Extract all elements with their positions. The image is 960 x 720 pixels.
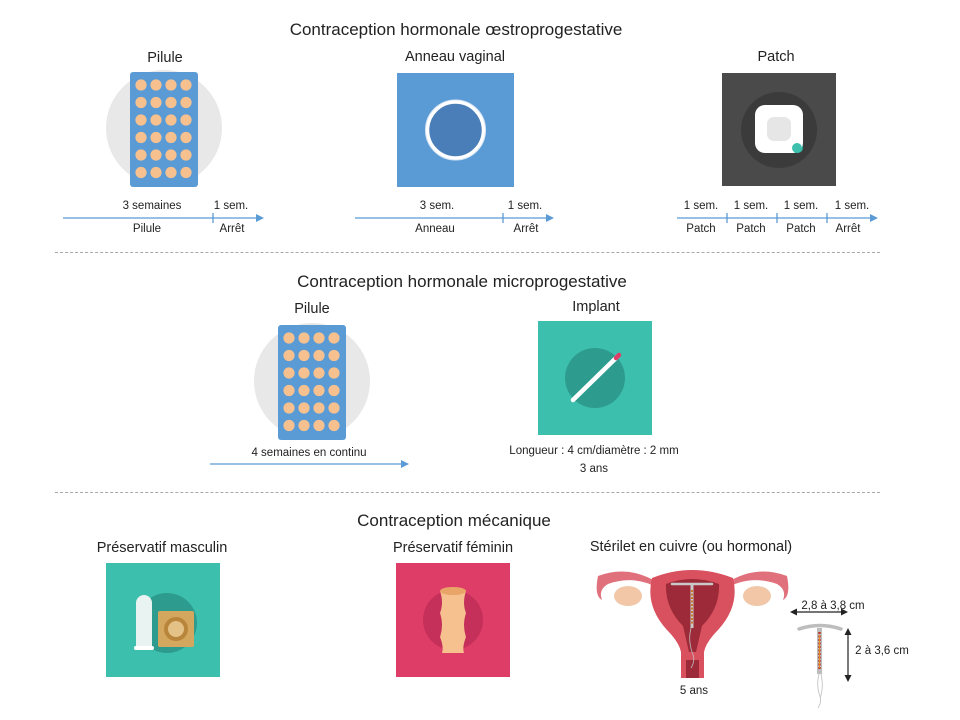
patch-week-1-top: 1 sem. — [683, 200, 719, 212]
uterus-with-iud-icon — [596, 570, 789, 678]
pill-dot — [328, 349, 340, 362]
patch-week-2-bottom: Patch — [736, 223, 766, 235]
female-condom-icon — [396, 563, 510, 677]
patch-week-3-bottom: Patch — [786, 223, 816, 235]
section-title-estroprogestative: Contraception hormonale œstroprogestativ… — [289, 20, 623, 39]
pill-dot — [298, 384, 310, 397]
pill-pack-icon — [106, 70, 222, 187]
pill-dot — [313, 384, 325, 397]
implant-size: Longueur : 4 cm/diamètre : 2 mm — [509, 445, 679, 457]
section-divider — [55, 252, 880, 253]
pill-dot — [328, 367, 340, 379]
pill-dot — [283, 419, 295, 432]
male-condom-label: Préservatif masculin — [96, 540, 228, 556]
pill-period-top: 3 semaines — [122, 200, 182, 212]
pill-dot — [165, 131, 177, 144]
pill-dot — [283, 367, 295, 379]
pill-dot — [298, 402, 310, 414]
pill-dot — [180, 131, 192, 144]
pill-dot — [165, 149, 177, 161]
male-condom-icon — [106, 563, 220, 677]
pill-dot — [180, 149, 192, 161]
pill-dot — [135, 79, 147, 91]
pill-dot — [180, 96, 192, 109]
pill-dot — [150, 96, 162, 109]
section-title-mechanical: Contraception mécanique — [357, 511, 551, 530]
pill-dot — [150, 79, 162, 91]
pill-dot — [328, 402, 340, 414]
patch-label: Patch — [757, 49, 795, 65]
pill-dot — [135, 131, 147, 144]
iud-height-label: 2 à 3,6 cm — [855, 645, 909, 657]
micro-pill-timeline-arrow — [210, 460, 409, 468]
pill-dot — [165, 79, 177, 91]
pill-dot — [135, 96, 147, 109]
patch-week-4-bottom: Arrêt — [835, 223, 861, 235]
iud-width-label: 2,8 à 3,8 cm — [801, 600, 865, 612]
patch-week-2-top: 1 sem. — [733, 200, 769, 212]
iud-duration: 5 ans — [679, 685, 709, 697]
pill-dot — [283, 332, 295, 344]
pill-dot — [328, 419, 340, 432]
pill-dot — [283, 349, 295, 362]
patch-week-3-top: 1 sem. — [783, 200, 819, 212]
pill-dot — [328, 332, 340, 344]
patch-icon — [722, 73, 836, 186]
pill-dot — [150, 149, 162, 161]
patch-timeline-arrow — [677, 213, 878, 223]
vaginal-ring-icon — [397, 73, 514, 187]
pill-dot — [313, 332, 325, 344]
implant-duration: 3 ans — [579, 463, 609, 475]
pill-dot — [298, 332, 310, 344]
pill-dot — [283, 402, 295, 414]
pill-dot — [135, 114, 147, 126]
ring-break-top: 1 sem. — [507, 200, 543, 212]
patch-week-4-top: 1 sem. — [834, 200, 870, 212]
pill-dot — [283, 384, 295, 397]
pill-break-bottom: Arrêt — [219, 223, 245, 235]
pill-dot — [165, 166, 177, 179]
vaginal-ring-label: Anneau vaginal — [405, 49, 505, 65]
ring-break-bottom: Arrêt — [513, 223, 539, 235]
micro-pill-pack-icon — [254, 323, 370, 440]
pill-dot — [298, 349, 310, 362]
implant-icon — [538, 321, 652, 435]
ring-period-bottom: Anneau — [415, 223, 455, 235]
pill-label: Pilule — [147, 50, 183, 66]
patch-week-1-bottom: Patch — [686, 223, 716, 235]
pill-dot — [150, 114, 162, 126]
pill-dot — [165, 114, 177, 126]
pill-dot — [165, 96, 177, 109]
pill-dot — [298, 367, 310, 379]
pill-period-bottom: Pilule — [132, 223, 162, 235]
implant-label: Implant — [572, 299, 620, 315]
micro-pill-timeline-label: 4 semaines en continu — [251, 447, 367, 459]
pill-dot — [180, 114, 192, 126]
section-title-microprogestative: Contraception hormonale microprogestativ… — [297, 272, 627, 291]
pill-break-top: 1 sem. — [213, 200, 249, 212]
female-condom-label: Préservatif féminin — [392, 540, 514, 556]
micro-pill-label: Pilule — [294, 301, 330, 317]
pill-dot — [328, 384, 340, 397]
iud-label: Stérilet en cuivre (ou hormonal) — [589, 539, 793, 555]
pill-dot — [313, 402, 325, 414]
pill-dot — [150, 166, 162, 179]
pill-dot — [135, 166, 147, 179]
pill-dot — [313, 367, 325, 379]
pill-dot — [313, 419, 325, 432]
pill-dot — [150, 131, 162, 144]
pill-dot — [313, 349, 325, 362]
ring-period-top: 3 sem. — [419, 200, 455, 212]
pill-timeline-arrow — [63, 213, 264, 223]
iud-dimensions-icon — [790, 608, 852, 709]
pill-dot — [135, 149, 147, 161]
section-divider — [55, 492, 880, 493]
pill-dot — [180, 166, 192, 179]
pill-dot — [298, 419, 310, 432]
pill-dot — [180, 79, 192, 91]
ring-timeline-arrow — [355, 213, 554, 223]
